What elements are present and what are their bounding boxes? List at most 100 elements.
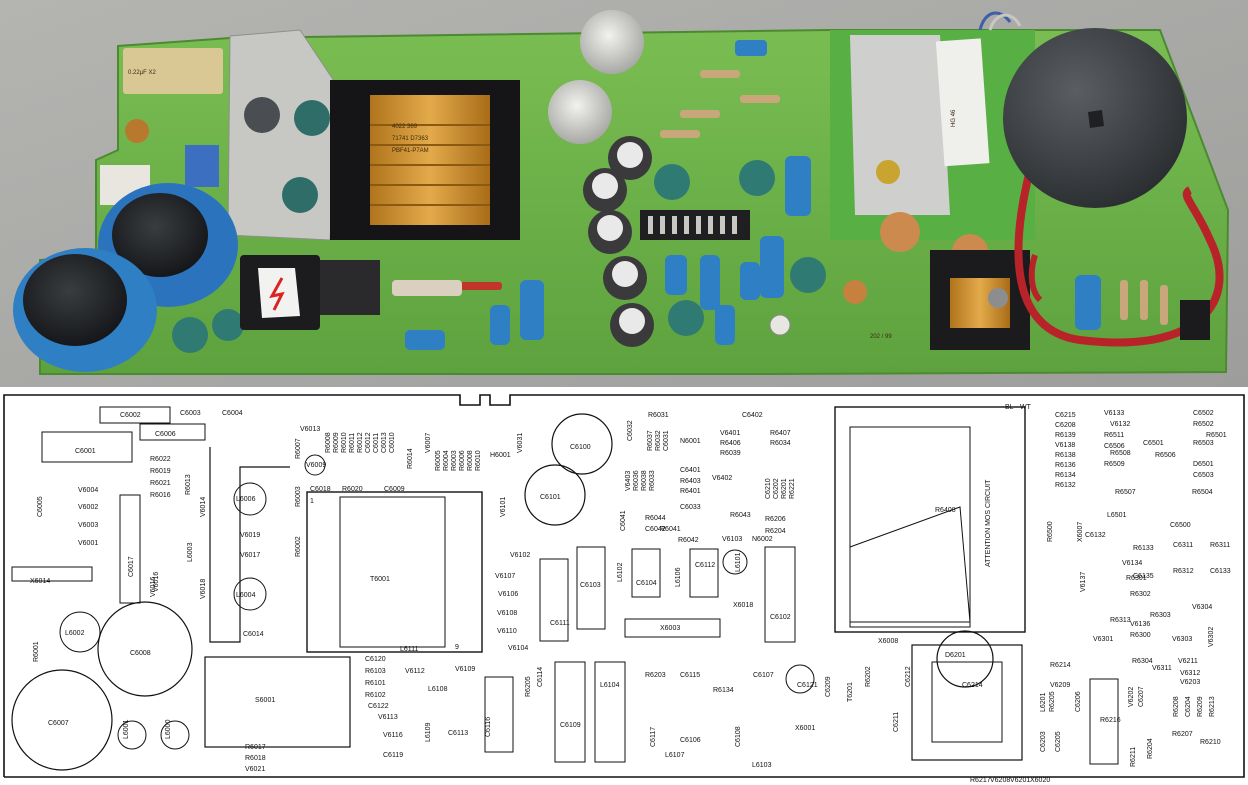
component-label-r6507: R6507 [1115,489,1136,496]
hv-module-outline-d6201 [834,406,1026,633]
transformer-marking-1: 4022 369 [392,124,418,130]
component-label-r6138: R6138 [1055,452,1076,459]
component-label-v6109: V6109 [455,666,475,673]
component-label-c6204: C6204 [1185,696,1192,717]
main-transformer: 4022 369 71741 D7363 PBF41-P7AM [330,80,520,240]
transformer-outline-t6001 [306,491,483,653]
component-label-n6001: N6001 [680,438,701,445]
component-label-l6111: L6111 [400,646,419,653]
transformer-marking-2: 71741 D7363 [392,136,429,142]
component-label-l6003: L6003 [187,542,194,562]
component-label-r6021: R6021 [150,480,171,487]
component-label-r6041: R6041 [660,526,681,533]
component-label-r6206: R6206 [765,516,786,523]
component-label-x6001: X6001 [795,725,815,732]
component-label-v6113: V6113 [378,714,398,721]
component-label-v6136: V6136 [1130,621,1150,628]
component-label-r6403: R6403 [680,478,701,485]
component-label-v6133: V6133 [1104,410,1124,417]
component-label-v6137: V6137 [1080,572,1087,592]
component-label-r6139: R6139 [1055,432,1076,439]
pin-header [640,210,750,240]
component-label-c6031: C6031 [663,430,670,451]
component-label-r6016: R6016 [150,492,171,499]
component-label-l6000: L6000 [165,719,172,739]
trimmer-pot [769,314,791,336]
component-label-x6014: X6014 [30,578,50,585]
bl-label: BL [1005,404,1014,411]
component-label-v6031: V6031 [517,433,524,453]
wt-label: WT [1020,404,1032,411]
component-label-r6136: R6136 [1055,462,1076,469]
component-label-r6042: R6042 [678,537,699,544]
component-label-l6004: L6004 [236,592,256,599]
component-label-r6003: R6003 [295,486,302,507]
component-label-c6206: C6206 [1075,691,1082,712]
component-label-c6500: C6500 [1170,522,1191,529]
component-label-c6215: C6215 [1055,412,1076,419]
component-label-v6002: V6002 [78,504,98,511]
component-label-r6201: R6201 [781,478,788,499]
component-label-c6112: C6112 [695,562,715,569]
component-label-c6100: C6100 [570,444,591,451]
component-label-v6211: V6211 [1178,658,1198,665]
component-label-r6020: R6020 [342,486,363,493]
component-label-c6002: C6002 [120,412,141,419]
component-label-t6201: T6201 [847,682,854,702]
component-label-c6122: C6122 [368,703,389,710]
component-label-x6018: X6018 [733,602,753,609]
component-label-v6304: V6304 [1192,604,1212,611]
component-label-v6203: V6203 [1180,679,1200,686]
component-label-c6101: C6101 [540,494,561,501]
component-label-r6102: R6102 [365,692,386,699]
component-label-r6043: R6043 [730,512,751,519]
component-label-c6212: C6212 [905,666,912,687]
component-label-c6210: C6210 [765,478,772,499]
component-label-r6007: R6007 [295,438,302,459]
component-label-v6018: V6018 [200,579,207,599]
component-label-c6401: C6401 [680,467,701,474]
component-label-v6401: V6401 [720,430,740,437]
component-label-v6016: V6016 [153,572,160,592]
component-label-r6406: R6406 [720,440,741,447]
component-label-c6004: C6004 [222,410,243,417]
component-label-c6203: C6203 [1040,731,1047,752]
component-label-r6005: R6005 [435,450,442,471]
component-label-c6014: C6014 [243,631,264,638]
pencil-marking: 202 / 99 [870,334,892,340]
component-label-c6121: C6121 [797,682,818,689]
component-label-r6008: R6008 [325,432,332,453]
component-label-v6103: V6103 [722,536,742,543]
component-label-v6003: V6003 [78,522,98,529]
component-label-c6202: C6202 [773,478,780,499]
high-voltage-warning-icon [258,268,300,318]
component-label-r6311: R6311 [1210,542,1230,549]
hv-cable [1014,169,1224,347]
component-label-r6208: R6208 [1173,696,1180,717]
component-label-r6134: R6134 [1055,472,1076,479]
component-label-x6003: X6003 [660,625,680,632]
component-label-c6003: C6003 [180,410,201,417]
component-label-c6042: C6042 [645,526,666,533]
component-label-c6119: C6119 [383,752,403,759]
component-label-v6108: V6108 [497,610,517,617]
component-label-v6403: V6403 [625,471,632,491]
component-label-r6211: R6211 [1130,747,1137,767]
component-label-v6107: V6107 [495,573,515,580]
hv-module: HG 46 [830,30,1035,240]
component-label-v6001: V6001 [78,540,98,547]
component-label-r6407: R6407 [770,430,791,437]
component-label-r6205: R6205 [525,676,532,697]
component-label-v6134: V6134 [1122,560,1142,567]
component-label-r6019: R6019 [150,468,171,475]
component-label-r6502: R6502 [1193,421,1214,428]
component-label-c6009: C6009 [384,486,405,493]
component-label-v6208: V6208 [990,777,1010,784]
component-label-c6208: C6208 [1055,422,1076,429]
component-label-r6132: R6132 [1055,482,1076,489]
component-label-r6506: R6506 [1155,452,1176,459]
component-label-r6302: R6302 [1130,591,1151,598]
component-label-r6217: R6217 [970,777,991,784]
board-outline [3,394,1245,778]
component-label-v6110: V6110 [497,628,517,635]
